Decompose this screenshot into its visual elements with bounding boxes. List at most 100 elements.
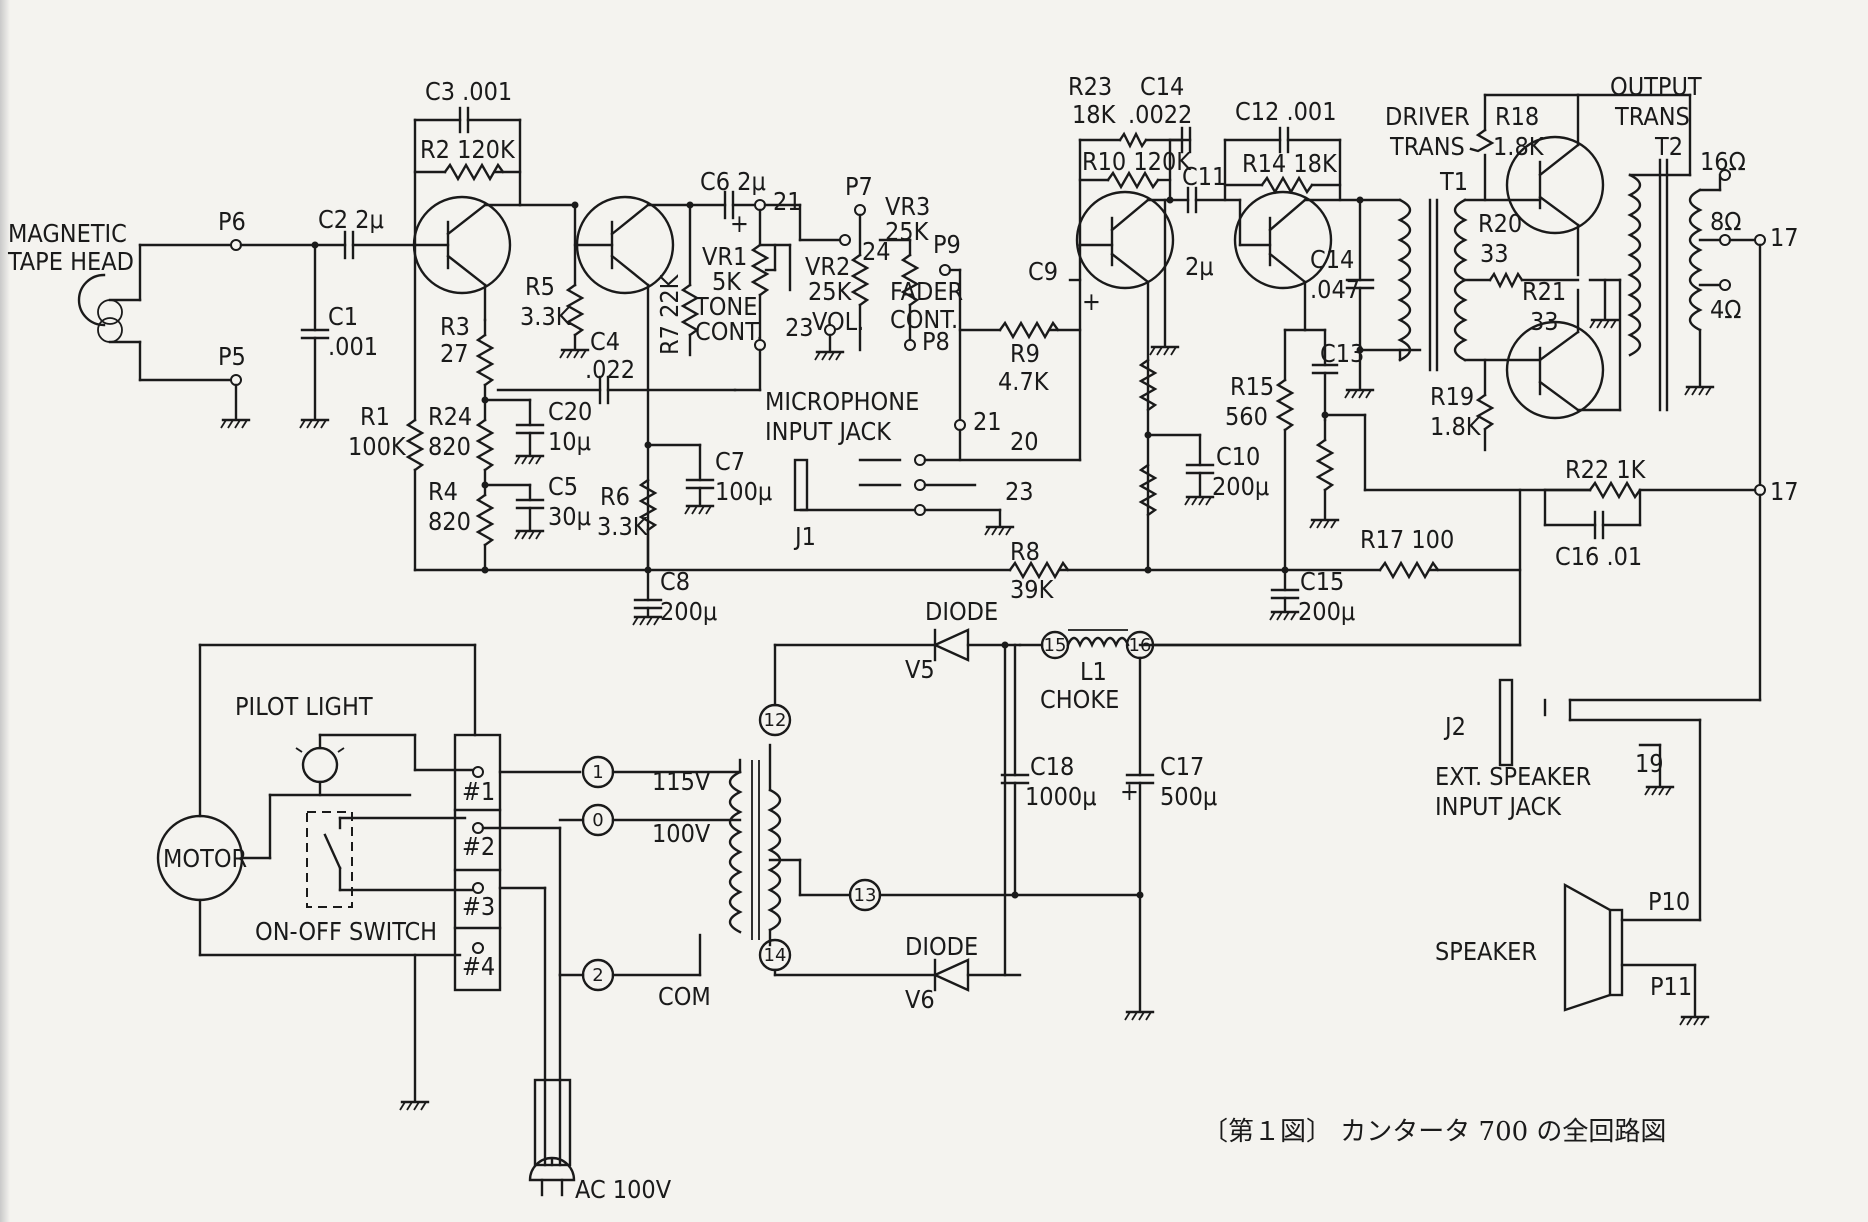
c12-label: C12 .001 [1235,97,1337,126]
motor-label: MOTOR [163,844,247,873]
fader-label-2: CONT. [890,305,958,334]
p9-label: P9 [933,230,961,259]
vr2-label-1: VR2 [805,252,850,281]
r8-label-1: R8 [1010,537,1040,566]
node-24: 24 [862,237,891,266]
terminal-1-label: #1 [462,777,495,806]
vr3-label-1: VR3 [885,192,930,221]
diode-v6-icon [932,958,970,992]
c11-label-1: C11 [1182,162,1226,191]
r9-label-1: R9 [1010,339,1040,368]
r4-label-2: 820 [428,507,471,536]
r6-label-2: 3.3K [597,512,649,541]
ext-speaker-jack-j2 [1498,678,1514,767]
wire-12: 12 [764,710,787,731]
tape-head-label-1: MAGNETIC [8,219,127,248]
c4-label-2: .022 [585,355,635,384]
terminal-2-label: #2 [462,832,495,861]
wire-1: 1 [592,762,603,783]
r20-label-2: 33 [1480,239,1509,268]
c1-label-1: C1 [328,302,358,331]
ground-symbol [219,418,251,430]
tap-100v: 100V [652,819,711,848]
node-21-b: 21 [973,407,1002,436]
page-edge-shadow [0,0,10,1222]
c6-label: C6 2μ [700,167,766,196]
c20-label-2: 10μ [548,427,591,456]
wire-15: 15 [1044,635,1067,656]
node-23-b: 23 [1005,477,1034,506]
tap-8-ohm: 8Ω [1710,207,1742,236]
choke-label-2: CHOKE [1040,685,1119,714]
c14a-label-1: C14 [1140,72,1184,101]
j2-label: J2 [1443,712,1466,741]
c15-label-1: C15 [1300,567,1344,596]
r18-label-1: R18 [1495,102,1539,131]
c17-label-1: C17 [1160,752,1204,781]
terminal-block [453,733,502,992]
mic-jack-label-1: MICROPHONE [765,387,919,416]
r18-label-2: 1.8K [1493,132,1545,161]
c10-label-1: C10 [1216,442,1260,471]
tape-head [77,243,238,382]
wire-16: 16 [1129,635,1152,656]
tap-4-ohm: 4Ω [1710,295,1742,324]
r4-label-1: R4 [428,477,458,506]
c1-label-2: .001 [328,332,378,361]
p8-label: P8 [922,327,950,356]
c3-label: C3 .001 [425,77,512,106]
diode-v6-label-1: DIODE [905,932,978,961]
p7-label: P7 [845,172,873,201]
c18-label-2: 1000μ [1025,782,1097,811]
c7-label-1: C7 [715,447,745,476]
c17-label-2: 500μ [1160,782,1217,811]
tap-16-ohm: 16Ω [1700,147,1746,176]
output-trans-label-3: T2 [1654,132,1683,161]
transistor-q6 [1505,320,1605,420]
vr1-label-1: VR1 [702,242,747,271]
svg-text:+: + [1082,287,1101,316]
on-off-switch[interactable] [306,811,353,908]
vr3-label-2: 25K [885,217,930,246]
r21-label-2: 33 [1530,307,1559,336]
r15-label-2: 560 [1225,402,1268,431]
terminal-3-label: #3 [462,892,495,921]
r10-label: R10 120K [1082,147,1192,176]
p5-label: P5 [218,342,246,371]
r23-label-2: 18K [1072,100,1117,129]
fader-label-1: FADER [890,277,963,306]
tap-com: COM [658,982,711,1011]
node-17-a: 17 [1770,223,1799,252]
c10-label-2: 200μ [1212,472,1269,501]
transistor-q4 [1233,190,1333,290]
driver-trans-label-2: TRANS [1389,132,1465,161]
c14b-label-2: .047 [1310,275,1360,304]
vr2-label-3: VOL. [812,307,864,336]
c5-label-2: 30μ [548,502,591,531]
r24-label-2: 820 [428,432,471,461]
c9-label: C9 [1028,257,1058,286]
ext-jack-label-1: EXT. SPEAKER [1435,762,1591,791]
vr2-label-2: 25K [808,277,853,306]
diode-v5-label-1: DIODE [925,597,998,626]
ac-plug-icon [528,1156,576,1197]
c7-label-2: 100μ [715,477,772,506]
c20-label-1: C20 [548,397,592,426]
r14-label: R14 18K [1242,149,1338,178]
node-21-a: 21 [773,187,802,216]
speaker-label: SPEAKER [1435,937,1537,966]
choke-label-1: L1 [1080,657,1107,686]
r1-label-1: R1 [360,402,390,431]
ext-jack-label-2: INPUT JACK [1435,792,1562,821]
wire-0: 0 [592,810,603,831]
output-trans-label-1: OUTPUT [1610,72,1702,101]
c8-label-1: C8 [660,567,690,596]
c8-label-2: 200μ [660,597,717,626]
p6-label: P6 [218,207,246,236]
speaker-icon [1563,882,1624,1012]
c2-label: C2 2μ [318,205,384,234]
vr1-label-3: TONE [694,292,757,321]
driver-trans-label-3: T1 [1439,167,1468,196]
node-17-b: 17 [1770,477,1799,506]
